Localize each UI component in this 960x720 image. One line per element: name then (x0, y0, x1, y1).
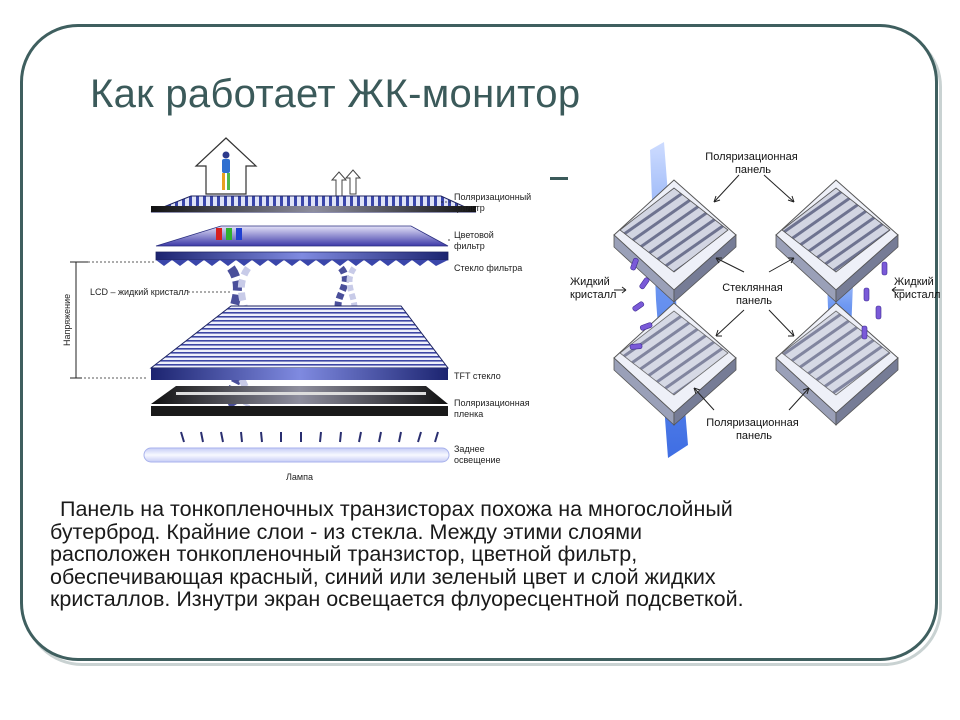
label-lamp: Лампа (286, 472, 313, 482)
backlight-layer (143, 431, 450, 463)
dash-mark (550, 177, 568, 180)
body-paragraph: Панель на тонкопленочных транзисторах по… (50, 498, 930, 611)
label-top-polarizer: Поляризационная панель (705, 151, 800, 176)
label-backlight: Заднее освещение (454, 444, 501, 465)
panel-top-left (613, 179, 737, 303)
slide-frame (20, 24, 938, 661)
filter-glass-layer (155, 251, 449, 266)
label-bottom-polarizer: Поляризационная панель (706, 417, 801, 442)
label-polarizing-film: Поляризационная пленка (454, 398, 532, 419)
label-tft-glass: TFT стекло (454, 371, 501, 381)
panel-top-right (775, 179, 899, 303)
polarizer-panels-diagram: Поляризационная панель Стеклянная панель… (570, 142, 940, 458)
label-liquid-crystal-right: Жидкий кристалл (894, 276, 940, 301)
label-polarizing-filter: Поляризационный фильтр (454, 192, 534, 213)
lcd-label: LCD – жидкий кристалл (90, 287, 189, 297)
body-line-2: бутерброд. Крайние слои - из стекла. Меж… (50, 519, 643, 544)
label-filter-glass: Стекло фильтра (454, 263, 522, 273)
body-line-5: кристаллов. Изнутри экран освещается флу… (50, 587, 744, 611)
light-output-arrow (194, 137, 258, 195)
body-line-1: Панель на тонкопленочных транзисторах по… (60, 497, 733, 521)
voltage-label: Напряжение (62, 294, 72, 346)
polarizing-film-layer (151, 386, 448, 416)
lcd-layers-diagram: Напряжение LCD – жидкий кристалл Поляриз… (62, 137, 534, 482)
panel-bottom-left (613, 302, 737, 426)
polarizing-filter-layer (150, 195, 477, 213)
body-line-3: расположен тонкопленочный транзистор, цв… (50, 542, 638, 566)
liquid-crystal-molecules (629, 257, 888, 350)
layer-labels: Поляризационный фильтр Цветовой фильтр С… (286, 192, 534, 482)
voltage-bracket (70, 261, 154, 379)
slide-title: Как работает ЖК-монитор (90, 72, 581, 116)
panel-bottom-right (775, 302, 899, 426)
callout-arrows (614, 174, 904, 411)
label-liquid-crystal-left: Жидкий кристалл (570, 276, 616, 301)
color-filter-layer (155, 225, 449, 247)
small-up-arrows (330, 169, 362, 199)
label-color-filter: Цветовой фильтр (454, 230, 496, 251)
body-line-4: обеспечивающая красный, синий или зелены… (50, 564, 716, 589)
label-glass-panel: Стеклянная панель (722, 282, 786, 307)
tft-glass-layer (149, 305, 450, 380)
